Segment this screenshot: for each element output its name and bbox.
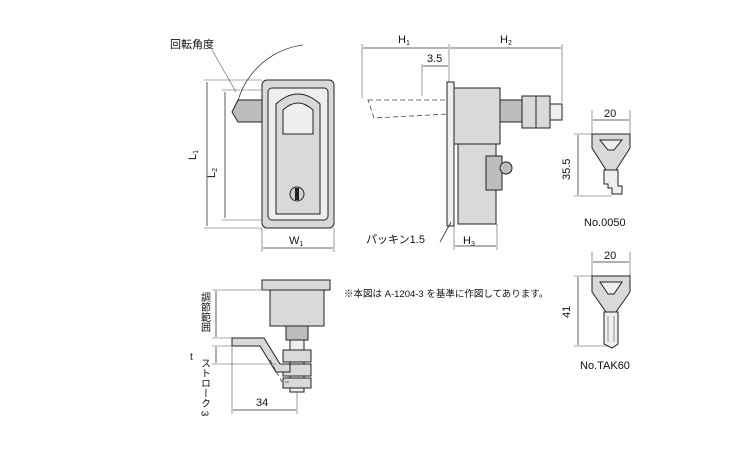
key2-height-label: 41 [561, 306, 573, 318]
side-body-upper [453, 87, 501, 145]
packing-leader [439, 221, 452, 243]
rotation-angle-label: 回転角度 [170, 37, 214, 51]
bottom-nut-3 [282, 377, 312, 389]
key2-bow-hole [599, 281, 623, 295]
key2-width-label: 20 [604, 250, 616, 262]
bottom-nut-1 [282, 349, 312, 363]
key2-name: No.TAK60 [580, 360, 630, 372]
cam-block [485, 155, 503, 191]
packing-label: パッキン1.5 [366, 233, 425, 246]
keyhole-slot [295, 188, 299, 200]
key1-width-label: 20 [604, 108, 616, 120]
bottom-flange [261, 279, 331, 291]
cam-arm-phantom [269, 359, 290, 383]
rotation-angle-arc [235, 44, 304, 111]
flange [446, 81, 455, 227]
cam-arm [231, 337, 291, 373]
key-0050: 20 35.5 No.0050 [561, 108, 631, 229]
lever-phantom [367, 99, 449, 119]
cover-slot [282, 102, 314, 135]
dim-3-5-label: 3.5 [427, 53, 442, 65]
key2-blade [603, 311, 619, 349]
drawing-note: ※本図は A-1204-3 を基準に作図してあります。 [344, 288, 548, 300]
key1-height-label: 35.5 [561, 159, 573, 180]
side-view: H1 H2 3.5 H3 パッキン1.5 [361, 34, 563, 250]
bottom-view: 調節範囲 t ストローク 3 34 [190, 279, 331, 417]
h2-label: H2 [500, 34, 512, 47]
spring [499, 99, 523, 123]
t-label: t [190, 352, 193, 363]
key1-blade [603, 169, 623, 195]
lever-handle [231, 99, 265, 123]
l1-label: L1 [187, 150, 200, 160]
dim-34-label: 34 [256, 397, 268, 409]
key-tak60: 20 41 No.TAK60 [561, 250, 631, 372]
rotation-leader [211, 49, 237, 93]
l2-label: L2 [206, 168, 219, 178]
h3-label: H3 [463, 235, 475, 248]
front-view: 回転角度 L1 L2 W1 [170, 37, 335, 252]
w1-label: W1 [289, 235, 303, 248]
shaft-tip [549, 103, 563, 121]
bottom-body [269, 289, 325, 327]
cam-nut [499, 161, 513, 175]
adjust-range-label: 調節範囲 [199, 291, 211, 333]
key1-bow [591, 133, 631, 171]
nut-1 [521, 95, 537, 129]
key1-bow-hole [598, 139, 624, 151]
h1-label: H1 [398, 34, 410, 47]
key1-name: No.0050 [584, 217, 626, 229]
nut-2 [535, 95, 551, 129]
bottom-stem [285, 325, 309, 341]
stroke-label: ストローク 3 [199, 358, 210, 417]
